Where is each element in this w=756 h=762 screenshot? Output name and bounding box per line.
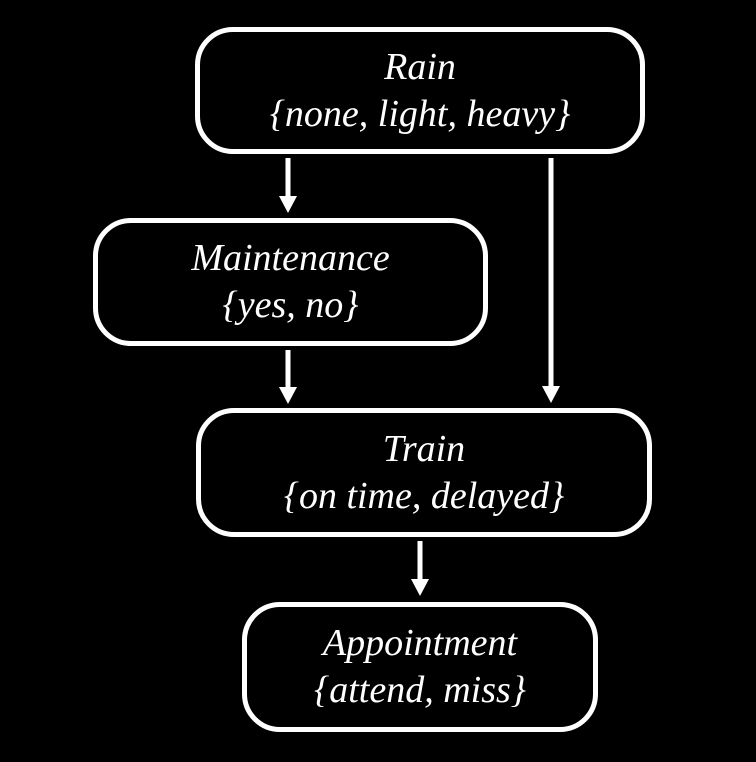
node-maintenance: Maintenance {yes, no} [93,218,488,346]
node-maintenance-label: Maintenance [191,237,390,279]
node-appointment: Appointment {attend, miss} [242,602,598,732]
edge-rain-to-train-arrow [542,158,560,403]
node-rain-label: Rain [384,45,456,88]
edge-maintenance-to-train-arrow [279,350,297,404]
node-train-label: Train [382,427,466,470]
node-appointment-label: Appointment [322,622,518,664]
node-maintenance-values: {yes, no} [222,284,359,326]
edge-rain-to-maintenance-arrow [279,158,297,213]
node-train-values: {on time, delayed} [283,474,565,517]
edge-train-to-appointment-arrow [411,541,429,596]
node-rain: Rain {none, light, heavy} [195,27,645,154]
node-train: Train {on time, delayed} [196,408,652,537]
node-rain-values: {none, light, heavy} [269,92,571,135]
node-appointment-values: {attend, miss} [314,669,526,711]
